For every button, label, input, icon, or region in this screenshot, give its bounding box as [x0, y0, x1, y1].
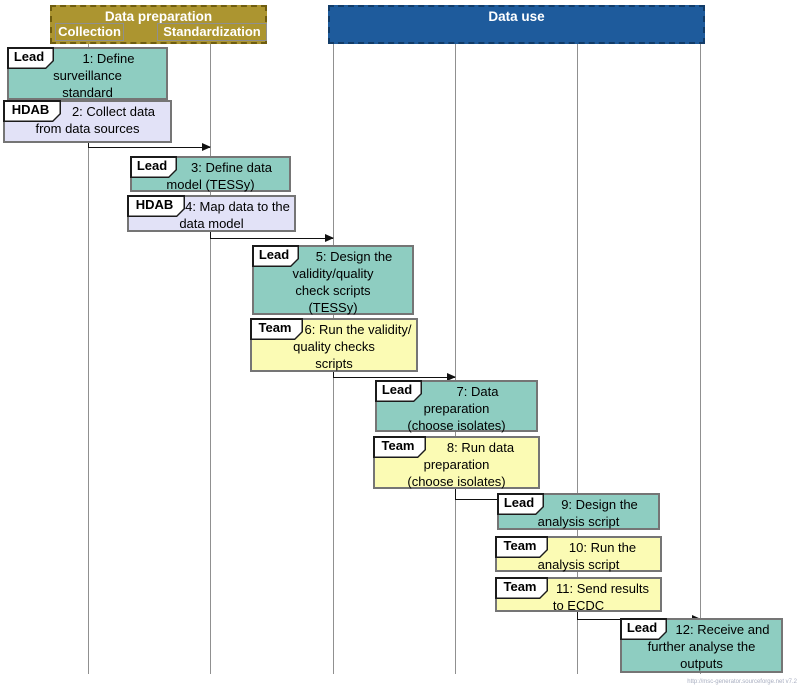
lifeline-datause-2: [455, 44, 456, 674]
task-label: 5: Design the validity/quality check scr…: [292, 249, 393, 315]
arrowhead-icon: [325, 234, 334, 242]
role-tag-label: Lead: [381, 382, 413, 397]
role-tag-label: Team: [503, 579, 537, 594]
task-box-5: Lead 5: Design the validity/quality chec…: [252, 245, 414, 315]
role-tag-hdab: HDAB: [3, 100, 61, 122]
task-label: 2: Collect data from data sources: [35, 104, 156, 136]
role-tag-label: HDAB: [11, 102, 50, 117]
subheader-collection: Collection: [55, 23, 124, 41]
role-tag-lead: Lead: [130, 156, 177, 178]
role-tag-lead: Lead: [375, 380, 422, 402]
lifeline-datause-3: [577, 44, 578, 674]
role-tag-hdab: HDAB: [127, 195, 185, 217]
task-label: 6: Run the validity/ quality checks scri…: [293, 322, 412, 371]
role-tag-team: Team: [495, 536, 548, 558]
task-box-2: HDAB 2: Collect data from data sources: [3, 100, 172, 143]
task-label: 3: Define data model (TESSy): [166, 160, 272, 192]
task-label: 1: Define surveillance standard: [53, 51, 135, 100]
task-box-7: Lead 7: Data preparation (choose isolate…: [375, 380, 538, 433]
task-label: 8: Run data preparation (choose isolates…: [407, 440, 515, 489]
task-label: 12: Receive and further analyse the outp…: [647, 622, 770, 671]
flow-stub-1: [88, 143, 89, 147]
task-box-10: Team 10: Run the analysis script: [495, 536, 662, 572]
role-tag-lead: Lead: [497, 493, 544, 515]
task-label: 9: Design the analysis script: [537, 497, 638, 529]
task-box-3: Lead 3: Define data model (TESSy): [130, 156, 291, 192]
role-tag-team: Team: [373, 436, 426, 458]
task-box-4: HDAB 4: Map data to the data model: [127, 195, 296, 232]
task-label: 11: Send results to ECDC: [552, 581, 649, 613]
role-tag-team: Team: [250, 318, 303, 340]
lifeline-datause-4: [700, 44, 701, 674]
role-tag-lead: Lead: [7, 47, 54, 69]
flow-stub-5: [577, 611, 578, 619]
header-data-preparation-title: Data preparation: [104, 9, 213, 24]
task-box-12: Lead 12: Receive and further analyse the…: [620, 618, 783, 673]
task-box-1: Lead 1: Define surveillance standard: [7, 47, 168, 100]
role-tag-lead: Lead: [252, 245, 299, 267]
task-label: 10: Run the analysis script: [537, 540, 637, 572]
role-tag-label: Team: [381, 438, 415, 453]
task-box-6: Team 6: Run the validity/ quality checks…: [250, 318, 418, 372]
task-box-9: Lead 9: Design the analysis script: [497, 493, 660, 530]
role-tag-lead: Lead: [620, 618, 667, 640]
role-tag-label: Lead: [13, 49, 45, 64]
role-tag-label: Lead: [258, 247, 290, 262]
header-data-use-title: Data use: [488, 9, 545, 24]
header-data-preparation: Data preparation Collection Standardizat…: [50, 5, 267, 44]
task-box-8: Team 8: Run data preparation (choose iso…: [373, 436, 540, 489]
flow-stub-2: [210, 232, 211, 238]
generator-watermark: http://msc-generator.sourceforge.net v7.…: [687, 679, 797, 685]
role-tag-label: Team: [503, 538, 537, 553]
lifeline-standardization: [210, 44, 211, 674]
lifeline-collection: [88, 44, 89, 674]
header-data-use: Data use: [328, 5, 705, 44]
flow-stub-3: [333, 372, 334, 377]
role-tag-label: Lead: [503, 495, 535, 510]
flow-stub-4: [455, 489, 456, 499]
role-tag-label: HDAB: [135, 197, 174, 212]
role-tag-team: Team: [495, 577, 548, 599]
role-tag-label: Team: [258, 320, 292, 335]
arrowhead-icon: [202, 143, 211, 151]
task-label: 7: Data preparation (choose isolates): [407, 384, 506, 433]
arrowhead-icon: [447, 373, 456, 381]
subheader-standardization: Standardization: [157, 23, 267, 41]
task-label: 4: Map data to the data model: [179, 199, 290, 231]
role-tag-label: Lead: [626, 620, 658, 635]
task-box-11: Team 11: Send results to ECDC: [495, 577, 662, 613]
role-tag-label: Lead: [136, 158, 168, 173]
